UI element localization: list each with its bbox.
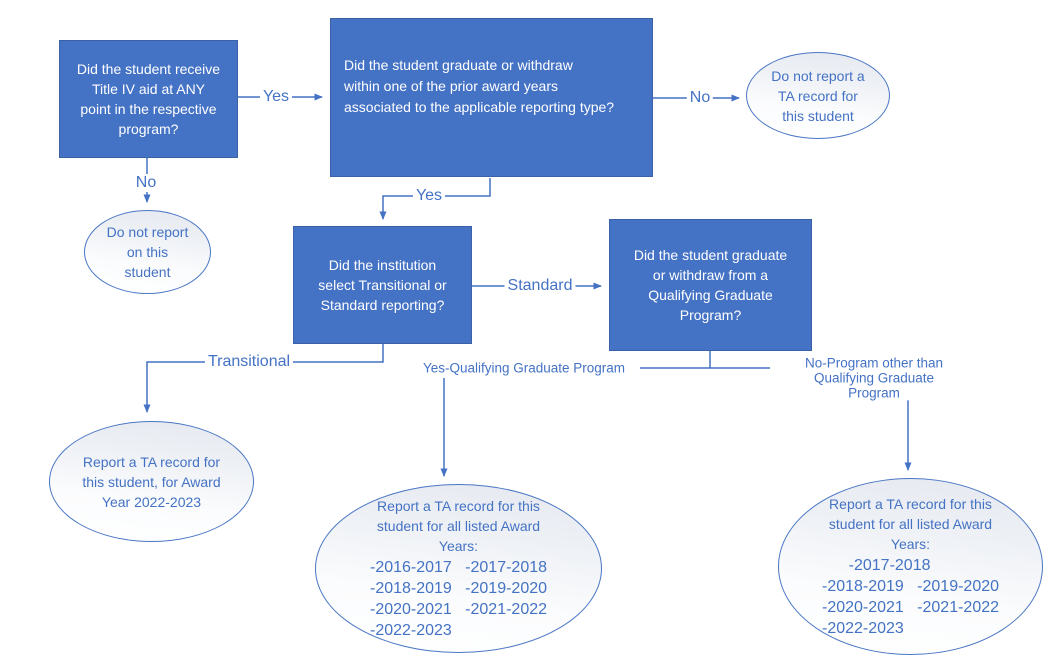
edge-label-yes-mid: Yes bbox=[412, 187, 446, 205]
ellipse-heading: Report a TA record for this student for … bbox=[376, 498, 541, 554]
terminal-ellipse-ta-all-years-qualifying: Report a TA record for this student for … bbox=[315, 484, 602, 653]
terminal-ellipse-ta-all-years-other-program: Report a TA record for this student for … bbox=[778, 478, 1043, 655]
terminal-ellipse-no-ta-record: Do not report a TA record for this stude… bbox=[746, 52, 890, 139]
edge-label-transitional: Transitional bbox=[204, 353, 294, 371]
decision-box-institution-reporting-type: Did the institution select Transitional … bbox=[293, 226, 472, 344]
edge-label-no-right: No bbox=[686, 89, 714, 107]
edge-label-yes-qualifying-program: Yes-Qualifying Graduate Program bbox=[419, 360, 629, 376]
connector-branch-junction bbox=[640, 351, 770, 369]
terminal-ellipse-do-not-report: Do not report on this student bbox=[84, 210, 211, 294]
terminal-ellipse-ta-2022-2023: Report a TA record for this student, for… bbox=[49, 421, 254, 542]
decision-box-received-title-iv: Did the student receive Title IV aid at … bbox=[59, 40, 238, 158]
decision-box-qualifying-graduate-program: Did the student graduate or withdraw fro… bbox=[609, 219, 812, 351]
edge-label-no-program-other: No-Program other than Qualifying Graduat… bbox=[785, 355, 963, 401]
edge-label-yes-top: Yes bbox=[259, 88, 293, 106]
ellipse-heading: Report a TA record for this student for … bbox=[828, 496, 993, 552]
decision-box-graduate-withdraw-prior-years: Did the student graduate or withdraw wit… bbox=[330, 18, 653, 177]
edge-label-standard: Standard bbox=[504, 277, 576, 295]
award-years-list: -2017-2018 -2018-2019 -2019-2020 -2020-2… bbox=[821, 557, 1000, 637]
edge-label-no-below-first: No bbox=[132, 174, 160, 192]
award-years-list: -2016-2017 -2017-2018 -2018-2019 -2019-2… bbox=[369, 559, 548, 639]
